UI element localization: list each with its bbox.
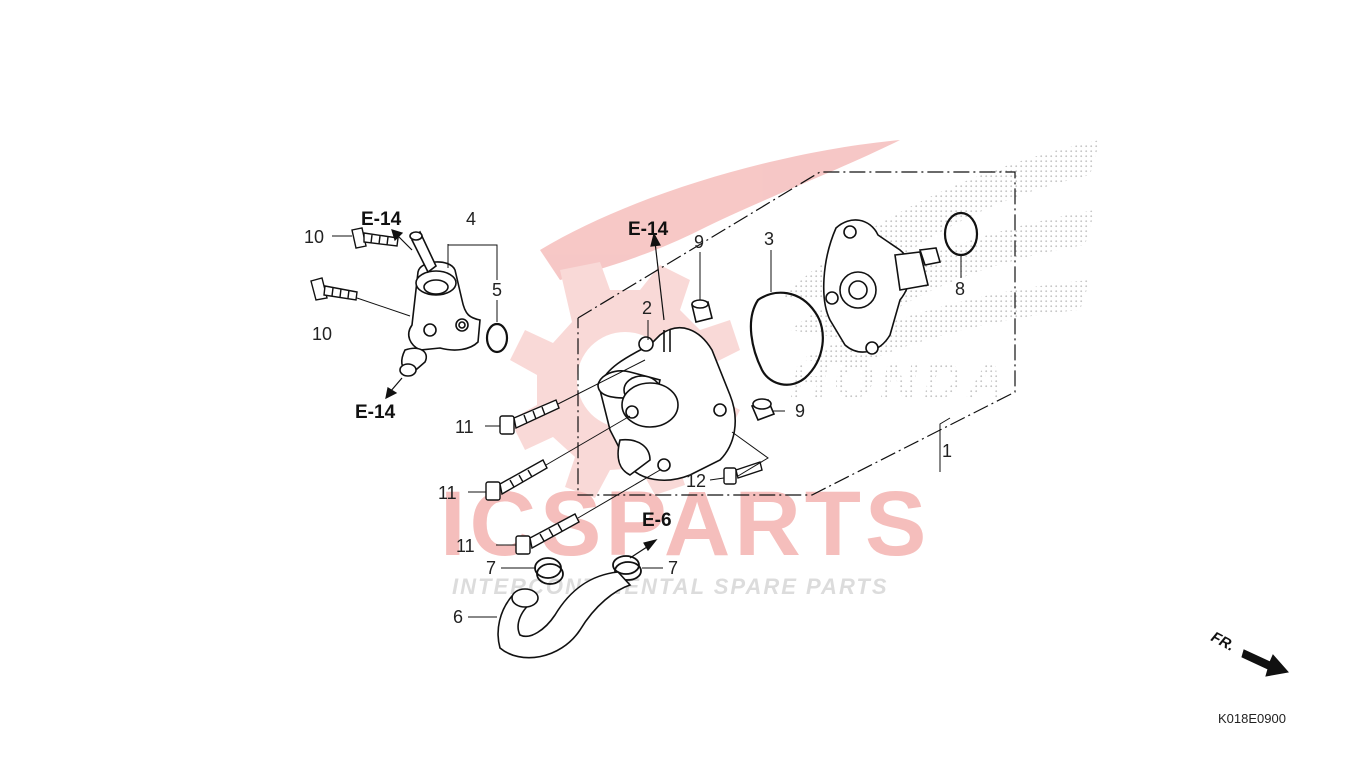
water-hose-part-6	[497, 571, 632, 659]
pump-body-part-1	[822, 219, 942, 355]
callout-part-6: 6	[453, 607, 463, 627]
o-ring-part-5	[485, 322, 509, 354]
callout-labels: 1 2 3 4 5 6 7 7 8 9 9 10 10 11 11 11 12	[304, 209, 965, 627]
bolt-part-11-a	[499, 399, 560, 435]
callout-part-3: 3	[764, 229, 774, 249]
dowel-pin-part-9-upper	[691, 299, 713, 323]
callout-part-11-a: 11	[455, 417, 474, 437]
ref-e14-top-left: E-14	[361, 209, 402, 230]
callout-part-5: 5	[492, 280, 502, 300]
bolt-part-10-upper	[351, 227, 399, 249]
diagram-code: K018E0900	[1218, 711, 1286, 726]
callout-part-4: 4	[466, 209, 476, 229]
leader-lines	[332, 235, 962, 618]
front-arrow-icon	[1241, 649, 1289, 677]
dowel-pin-part-9-lower	[750, 398, 776, 422]
callout-part-11-c: 11	[456, 536, 475, 556]
watermark: HONDA ICSPARTS INTERCONTINENTAL SPARE PA…	[440, 140, 1100, 599]
front-label: FR.	[1208, 629, 1237, 655]
callout-part-9-lower: 9	[795, 401, 805, 421]
callout-part-1: 1	[942, 441, 952, 461]
hose-clamp-part-7-right	[612, 555, 642, 581]
callout-part-7-right: 7	[668, 558, 678, 578]
bolt-part-11-b	[485, 459, 548, 501]
callout-part-12: 12	[686, 471, 706, 491]
callout-part-9-upper: 9	[694, 232, 704, 252]
front-direction-indicator: FR.	[1208, 629, 1289, 677]
bolt-part-10-lower	[310, 277, 358, 301]
callout-part-7-left: 7	[486, 558, 496, 578]
red-wing-watermark	[540, 140, 900, 280]
callout-part-11-b: 11	[438, 483, 457, 503]
ref-e6: E-6	[642, 510, 672, 531]
callout-part-10-upper: 10	[304, 227, 324, 247]
bolt-part-12	[723, 461, 763, 485]
bypass-fitting-part	[399, 230, 481, 377]
callout-part-2: 2	[642, 298, 652, 318]
assembly-frame	[577, 171, 1016, 496]
callout-part-8: 8	[955, 279, 965, 299]
honda-wordmark-watermark: HONDA	[790, 352, 1011, 410]
gasket-part-3	[749, 291, 824, 386]
reference-labels: E-14 E-14 E-14 E-6	[355, 209, 672, 531]
reference-arrows	[385, 229, 665, 559]
brand-watermark: ICSPARTS	[440, 473, 930, 575]
ref-e14-bottom-left: E-14	[355, 402, 396, 423]
callout-part-10-lower: 10	[312, 324, 332, 344]
ref-e14-center: E-14	[628, 219, 669, 240]
hose-end-part-6	[511, 588, 539, 608]
